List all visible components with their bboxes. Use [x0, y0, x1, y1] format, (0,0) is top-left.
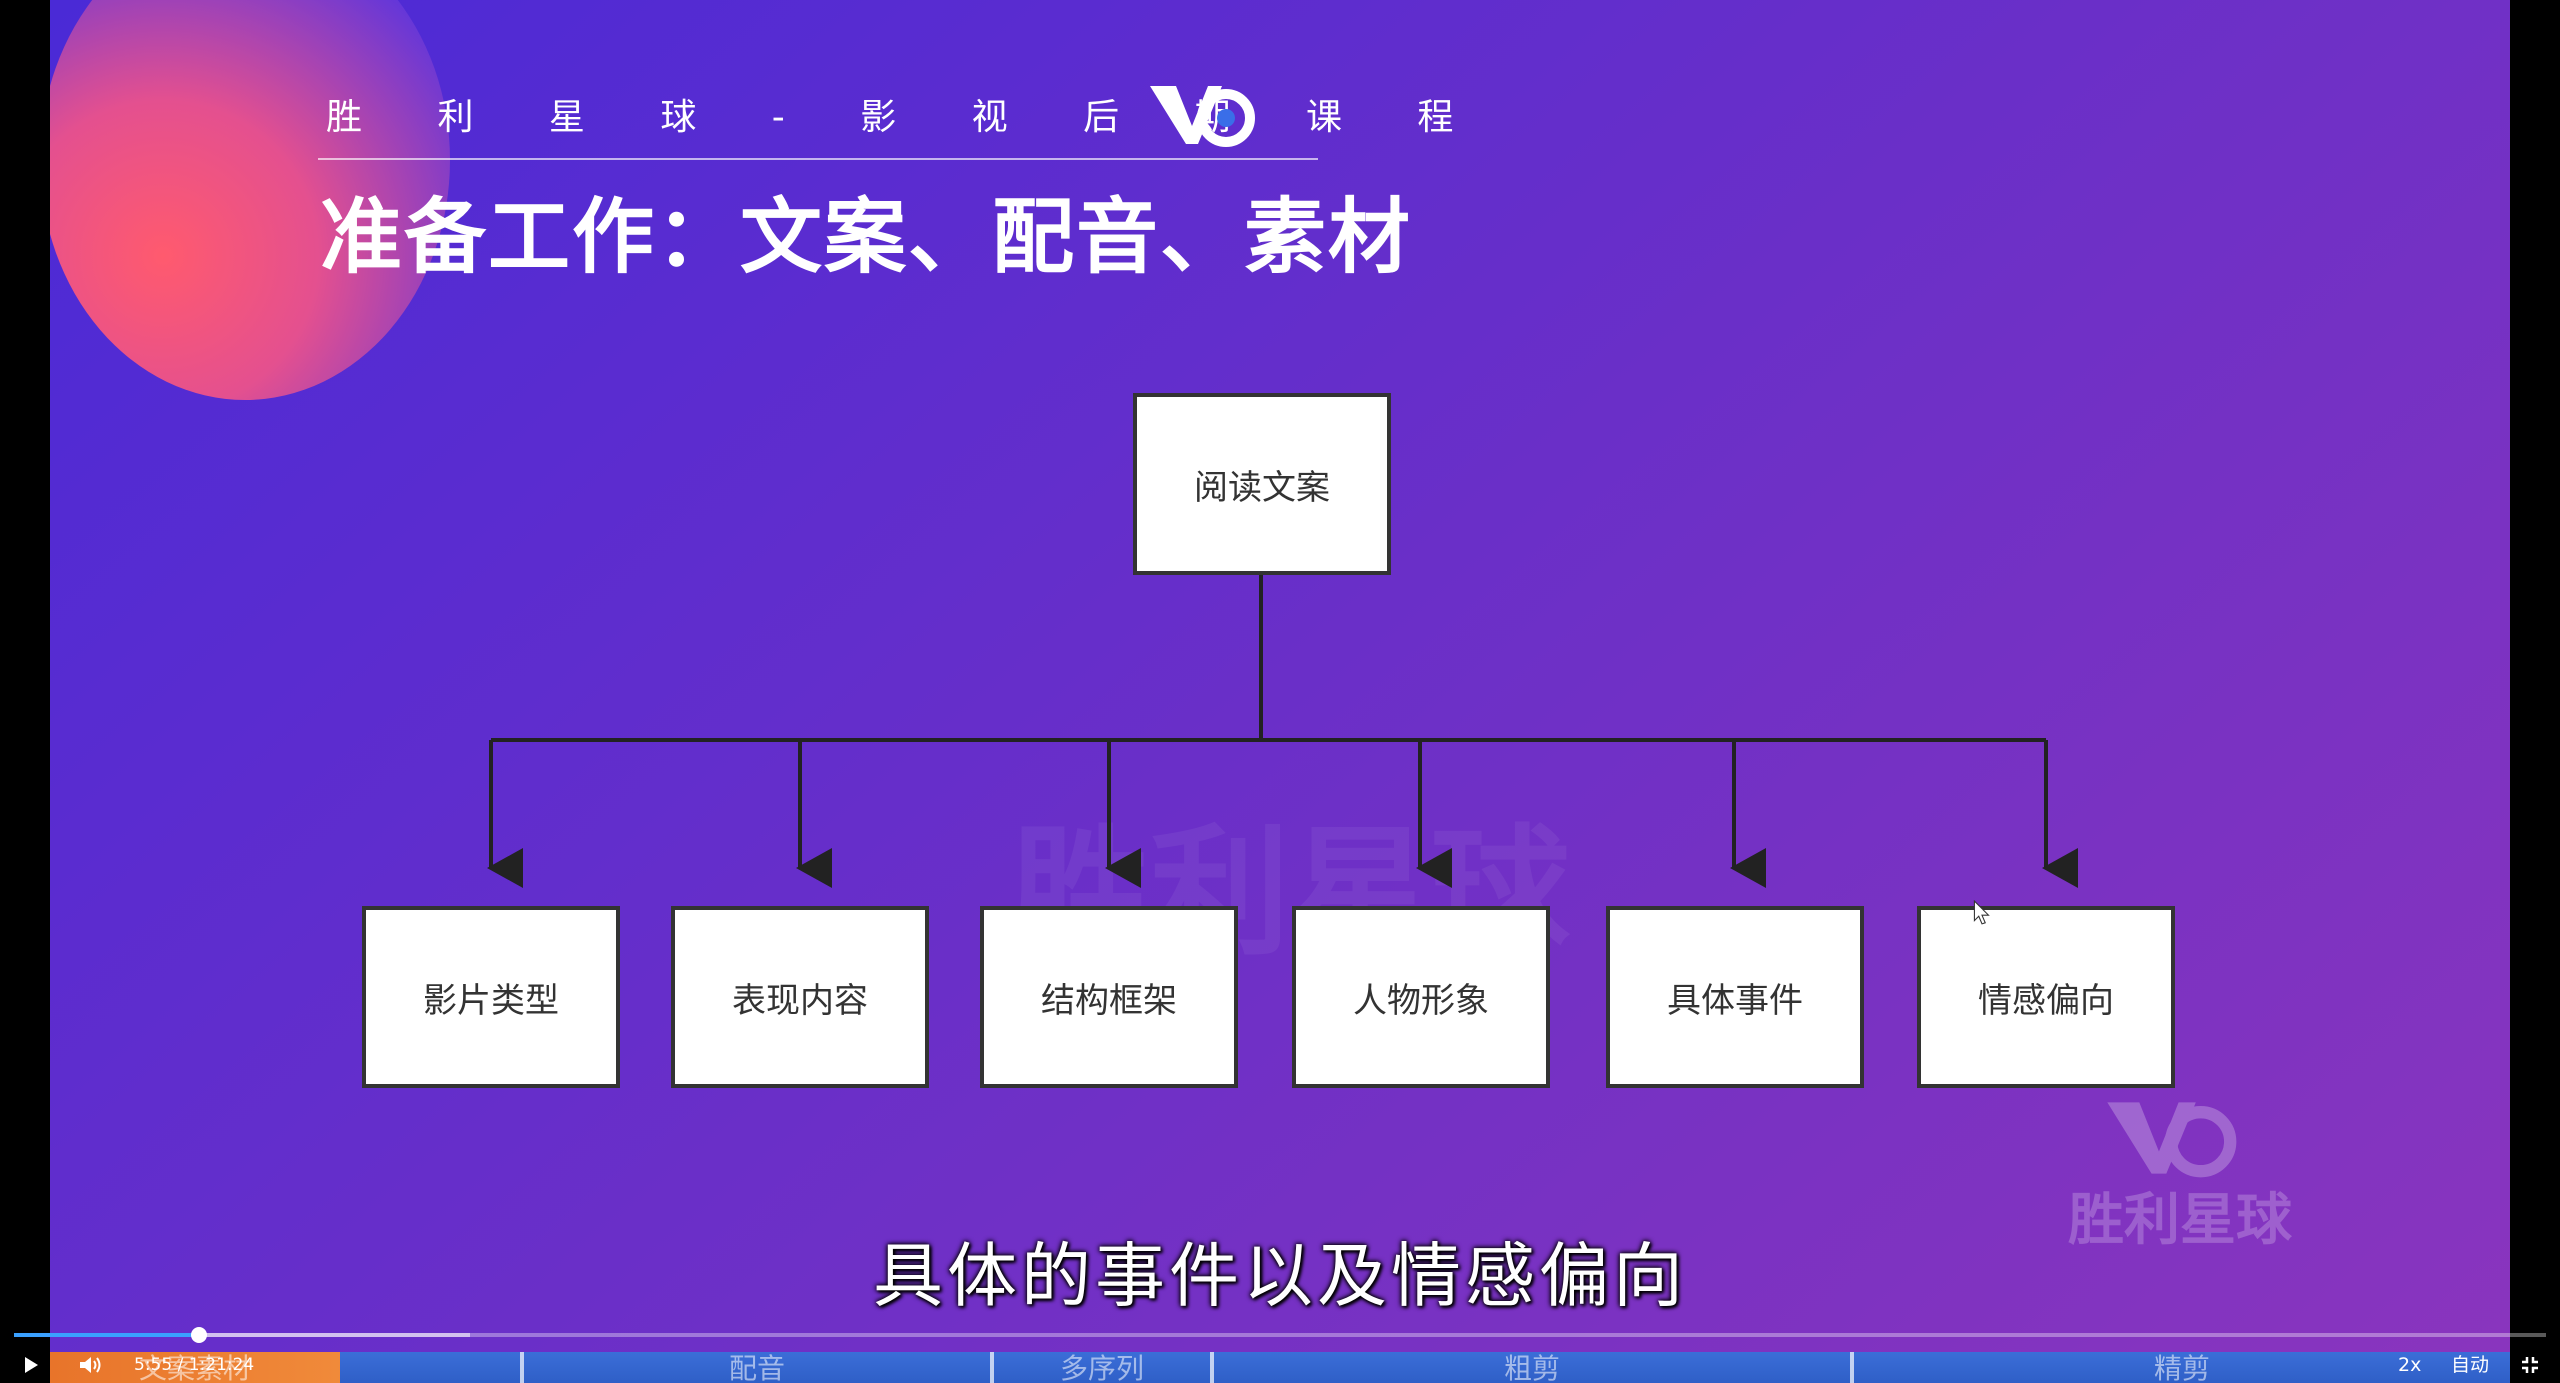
child-node-events: 具体事件 [1606, 906, 1864, 1088]
vo-logo-icon [1150, 86, 1255, 147]
diagram-connectors [487, 574, 2078, 888]
chapter-voiceover[interactable]: 配音 [520, 1352, 990, 1383]
brand-divider [318, 158, 1318, 160]
slide-title: 准备工作：文案、配音、素材 [320, 190, 1413, 285]
exit-fullscreen-button[interactable] [2514, 1347, 2546, 1383]
exit-fullscreen-icon [2522, 1357, 2538, 1373]
chapter-rough-cut[interactable]: 粗剪 [1210, 1352, 1850, 1383]
time-display: 5:55 / 1:21:24 [134, 1355, 255, 1375]
volume-button[interactable] [74, 1347, 108, 1383]
chapter-fine-cut[interactable]: 精剪 [1850, 1352, 2510, 1383]
child-node-content: 表现内容 [671, 906, 929, 1088]
progress-thumb[interactable] [190, 1327, 207, 1343]
child-node-emotion: 情感偏向 [1917, 906, 2175, 1088]
child-node-structure: 结构框架 [980, 906, 1238, 1088]
mouse-cursor-icon [1973, 900, 1990, 925]
decorative-circle [50, 0, 450, 400]
child-node-character: 人物形象 [1292, 906, 1550, 1088]
play-button[interactable] [16, 1347, 46, 1383]
video-subtitle: 具体的事件以及情感偏向 [873, 1235, 1687, 1317]
corner-watermark-text: 胜利星球 [2068, 1188, 2292, 1253]
child-node-film-type: 影片类型 [362, 906, 620, 1088]
play-icon [25, 1357, 38, 1373]
chapter-multi-sequence[interactable]: 多序列 [990, 1352, 1210, 1383]
player-controls: 文案素材 配音 多序列 粗剪 精剪 5:55 / 1:21:24 2x 自动 [0, 1325, 2560, 1383]
chapter-bar: 文案素材 配音 多序列 粗剪 精剪 [50, 1352, 2510, 1383]
video-frame[interactable]: 胜 利 星 球 - 影 视 后 期 课 程 准备工作：文案、配音、素材 胜利星球… [50, 0, 2510, 1383]
course-brand-text: 胜 利 星 球 - 影 视 后 期 课 程 [326, 97, 1486, 138]
speed-button[interactable]: 2x [2398, 1354, 2422, 1376]
corner-vo-watermark-icon [2107, 1102, 2237, 1178]
progress-bar[interactable] [14, 1327, 2546, 1343]
volume-icon [80, 1357, 101, 1373]
root-node-read-copy: 阅读文案 [1133, 393, 1391, 575]
progress-played [14, 1333, 199, 1337]
progress-buffered [14, 1333, 470, 1337]
quality-button[interactable]: 自动 [2451, 1354, 2490, 1376]
